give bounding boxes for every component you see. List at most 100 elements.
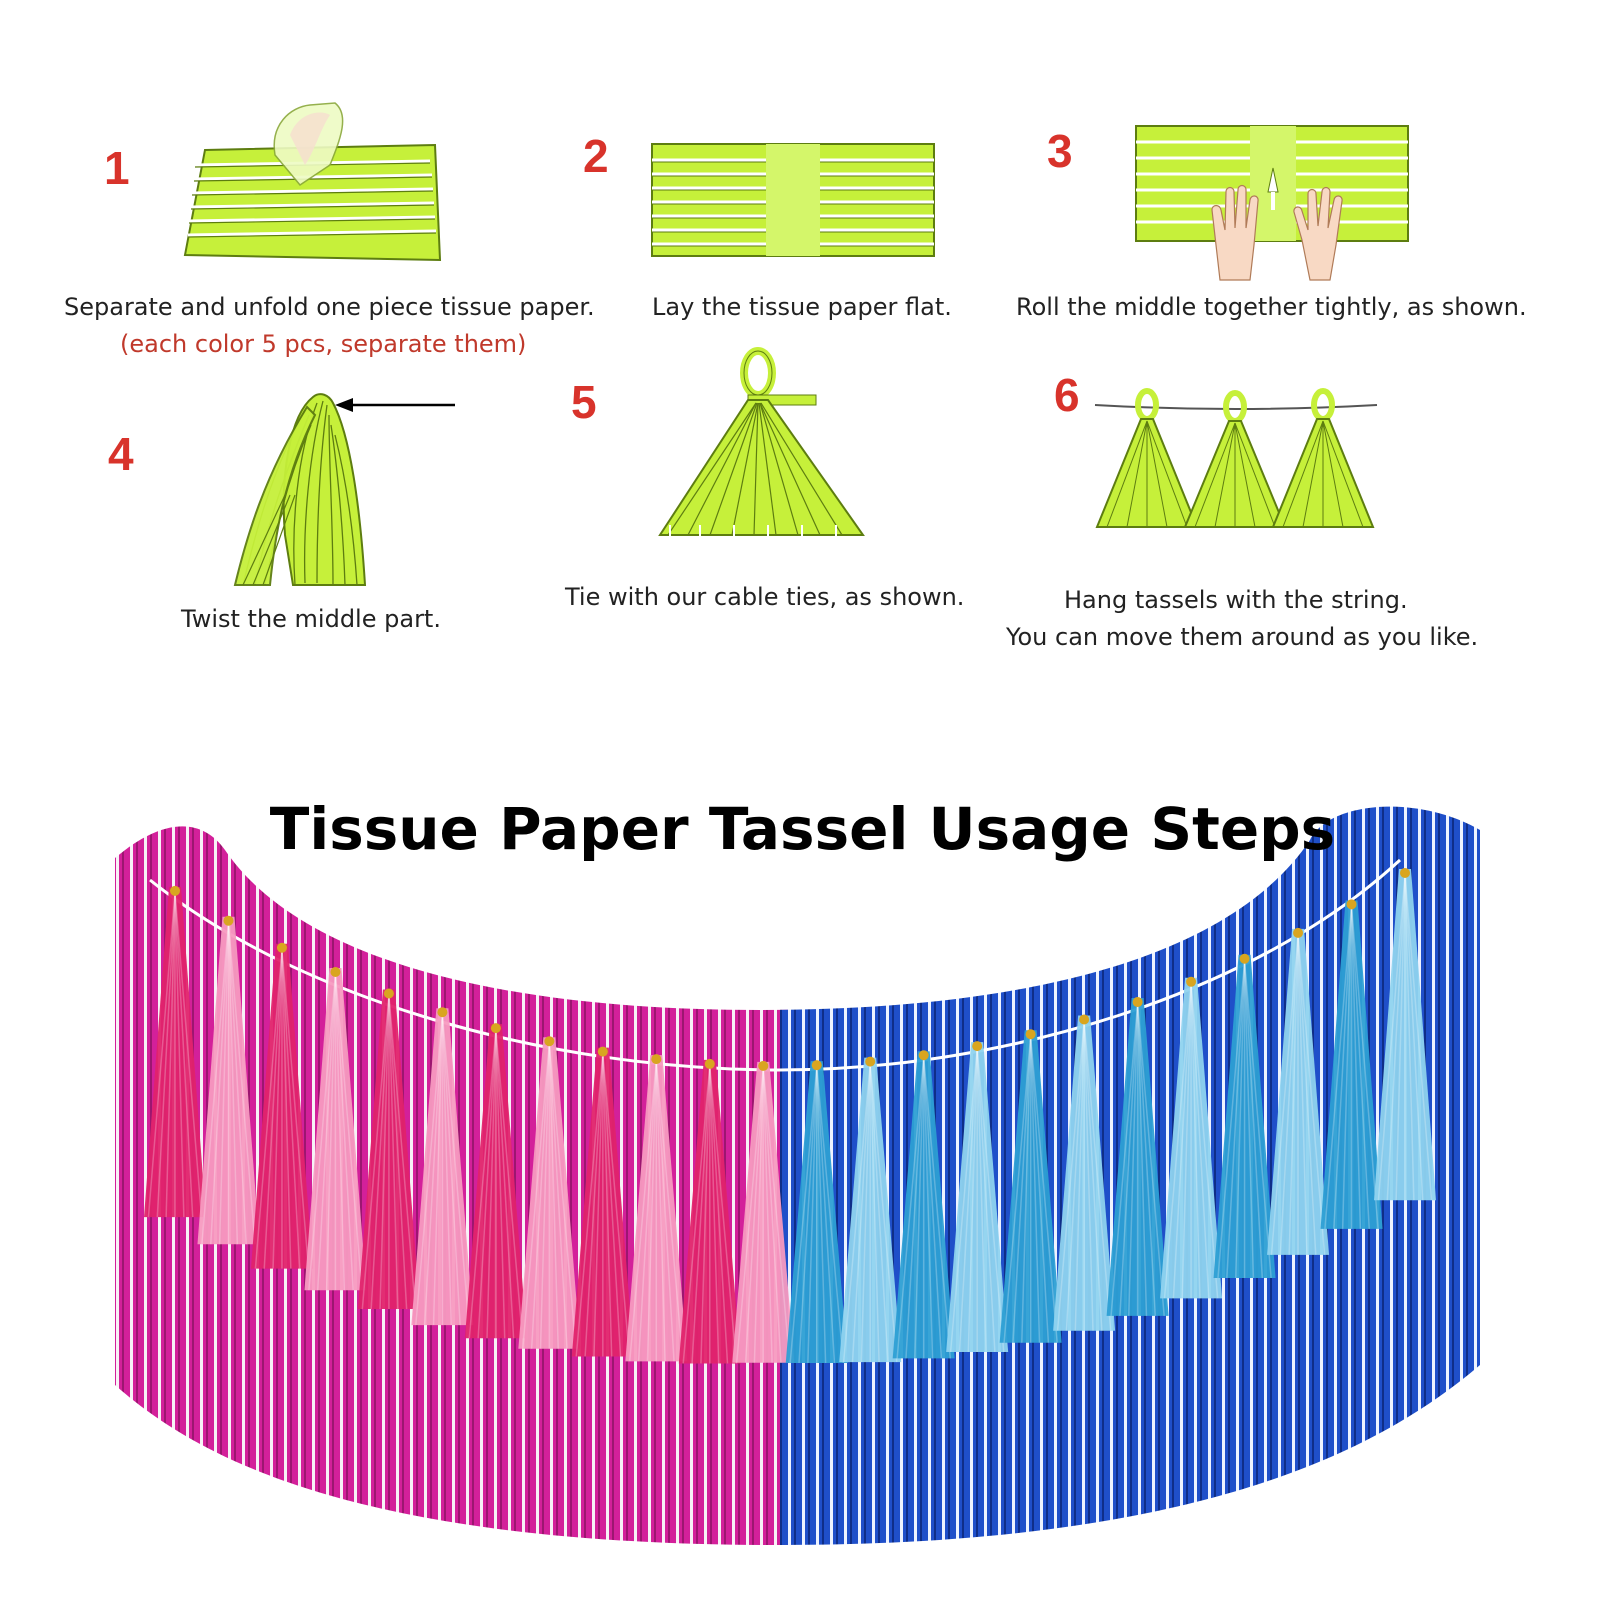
gold-tie <box>865 1056 876 1067</box>
tassel <box>411 1008 474 1326</box>
tassel-strand <box>637 1061 658 1362</box>
tassel-strand <box>1297 934 1317 1255</box>
tassel-strand <box>976 1048 987 1352</box>
tassel <box>357 989 420 1310</box>
step-2-caption: Lay the tissue paper flat. <box>652 293 952 321</box>
tassel-strand <box>272 949 283 1269</box>
gold-tie <box>330 967 341 978</box>
tassel-strand <box>1056 1021 1085 1331</box>
tassel <box>250 943 313 1269</box>
tassel-strand <box>602 1053 622 1357</box>
tassel-strand <box>922 1057 934 1359</box>
tassel-strand <box>762 1067 773 1363</box>
tassel-strand <box>441 1014 461 1326</box>
tassel-strand <box>1003 1036 1032 1343</box>
gold-tie <box>1293 927 1304 938</box>
tassel-strand <box>281 949 310 1269</box>
step-number-4: 4 <box>108 428 134 480</box>
tassel-strand <box>325 973 337 1291</box>
tassel-strand <box>210 922 230 1245</box>
step-6-caption-2: You can move them around as you like. <box>1006 623 1479 651</box>
gold-tie <box>1186 976 1197 987</box>
tassel-strand <box>1119 1004 1139 1316</box>
tassel-strand <box>1065 1021 1085 1331</box>
tassel-strand <box>869 1063 889 1363</box>
tassel-strand <box>584 1053 604 1357</box>
tassel-strand <box>896 1057 925 1359</box>
tassel-strand <box>1243 960 1264 1279</box>
tassel-strand <box>949 1048 978 1353</box>
step-1-unfold-illustration <box>183 102 442 262</box>
tassel-strand <box>905 1057 925 1359</box>
tassel <box>785 1061 848 1363</box>
tassel <box>1106 998 1169 1316</box>
tassel-strand <box>655 1061 666 1362</box>
tassel-strand <box>1243 960 1272 1279</box>
tassel-strand <box>655 1061 684 1362</box>
gold-tie <box>597 1046 608 1057</box>
tassel-strand <box>218 922 230 1245</box>
tassel-strand <box>602 1053 631 1357</box>
tassel-strand <box>1279 934 1299 1255</box>
tassel-strand <box>922 1057 952 1359</box>
tassel-strand <box>334 973 363 1291</box>
step-number-1: 1 <box>104 142 130 194</box>
tassel-strand <box>174 892 185 1218</box>
tassel-strand <box>1029 1036 1058 1343</box>
tassel <box>464 1024 527 1339</box>
gold-tie <box>1132 997 1143 1008</box>
tassel-strand <box>1350 906 1379 1229</box>
tassel-strand <box>842 1063 871 1363</box>
tassel-strand <box>922 1057 943 1359</box>
tassel-strand <box>1190 983 1219 1299</box>
step-4-caption: Twist the middle part. <box>181 605 441 633</box>
tassel-strand <box>1297 934 1326 1255</box>
step-number-3: 3 <box>1047 125 1073 177</box>
tassel-strand <box>468 1030 497 1339</box>
tassel <box>1213 954 1276 1278</box>
tassel-strand <box>815 1067 827 1364</box>
tassel-strand <box>477 1030 497 1339</box>
gold-tie <box>651 1054 662 1065</box>
tassel-strand <box>539 1043 551 1349</box>
gold-tie <box>170 885 180 896</box>
tassel-strand <box>602 1053 613 1357</box>
tassel <box>892 1051 955 1359</box>
tassel-strand <box>593 1053 604 1357</box>
tassel-strand <box>281 949 301 1269</box>
tassel-strand <box>388 995 408 1310</box>
tassel-strand <box>646 1061 658 1362</box>
tassel-strand <box>334 973 354 1291</box>
tassel-strand <box>735 1067 765 1363</box>
step-6-caption: Hang tassels with the string. <box>1064 586 1408 614</box>
tassel-strand <box>914 1057 925 1359</box>
tassel-strand <box>1377 874 1406 1201</box>
step-4-twist-illustration <box>233 393 455 586</box>
tassel-strand <box>1074 1021 1085 1331</box>
tassel-strand <box>174 892 203 1218</box>
tassel-strand <box>495 1030 515 1339</box>
gold-tie <box>1079 1014 1090 1025</box>
tassel-strand <box>548 1043 577 1349</box>
tassel-strand <box>522 1043 551 1349</box>
gold-tie <box>704 1058 715 1069</box>
tassel <box>304 968 367 1291</box>
tassel-strand <box>1288 934 1299 1255</box>
tassel-strand <box>744 1067 765 1363</box>
tassel-strand <box>1083 1021 1094 1331</box>
tassel-strand <box>967 1048 978 1352</box>
tassel-strand <box>628 1061 658 1362</box>
gold-tie <box>972 1041 983 1052</box>
tassel-strand <box>1404 874 1415 1201</box>
tassel-strand <box>709 1065 729 1364</box>
tassel-strand <box>1386 874 1406 1201</box>
tassel-strand <box>1190 983 1210 1299</box>
tassel-strand <box>798 1067 818 1364</box>
tassel-strand <box>388 995 417 1310</box>
tassel <box>946 1042 1009 1352</box>
tassel-strand <box>869 1063 880 1363</box>
step-5-caption: Tie with our cable ties, as shown. <box>565 583 965 611</box>
tassel-strand <box>860 1063 871 1363</box>
tassel-strand <box>334 973 346 1291</box>
